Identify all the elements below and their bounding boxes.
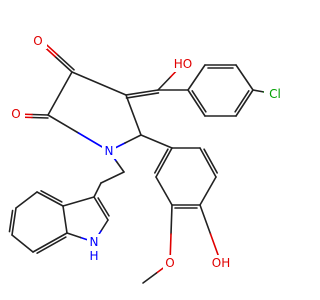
chlorine-label: Cl: [269, 87, 281, 101]
bond-line: [187, 64, 206, 91]
label-bg: [7, 106, 25, 122]
bond-line: [32, 232, 68, 253]
methoxy-oxygen-label: O: [165, 256, 174, 270]
bond-line: [199, 204, 212, 235]
bond-line: [54, 55, 73, 73]
label-bg: [209, 255, 233, 271]
bond-line: [93, 196, 109, 221]
bond-line: [56, 53, 75, 71]
label-bg: [172, 56, 194, 72]
atom-labels: O O HO Cl N OH O N H: [7, 33, 286, 271]
bond-line: [124, 134, 142, 144]
bond-line: [62, 205, 68, 234]
bond-line: [97, 197, 110, 217]
bond-line: [115, 160, 125, 173]
bond-line: [36, 191, 64, 207]
bond-line: [234, 90, 250, 113]
label-bg: [29, 33, 47, 49]
bond-line: [47, 71, 73, 116]
bond-line: [11, 234, 34, 253]
label-bg: [163, 255, 177, 271]
bond-line: [31, 113, 49, 116]
bond-line: [199, 176, 217, 206]
bond-line: [66, 232, 82, 239]
bond-line: [140, 134, 173, 149]
molecule-structure: O O HO Cl N OH O N H: [0, 0, 300, 300]
bond-line: [100, 171, 125, 184]
bond-line: [203, 148, 218, 174]
bond-line: [100, 219, 109, 232]
bond-line: [155, 176, 173, 206]
indole-nitrogen-label: N: [90, 235, 99, 249]
ketone-oxygen-label: O: [33, 34, 42, 48]
label-bg: [102, 143, 116, 159]
bond-line: [170, 204, 173, 235]
bond-line: [154, 148, 169, 174]
bond-line: [71, 71, 127, 96]
label-bg: [264, 86, 286, 102]
bond-line: [40, 189, 63, 203]
bond-line: [155, 147, 173, 178]
bond-line: [93, 182, 102, 198]
ring-nitrogen-label: N: [105, 144, 114, 158]
bond-line: [47, 114, 80, 134]
background: [0, 0, 300, 300]
lactam-oxygen-label: O: [11, 107, 20, 121]
bond-line: [31, 116, 49, 119]
enol-hydroxyl-label: HO: [174, 57, 192, 71]
bond-line: [125, 92, 160, 99]
label-bg: [87, 234, 101, 250]
bond-line: [125, 94, 142, 136]
bond-line: [11, 207, 17, 236]
phenol-hydroxyl-label: OH: [212, 256, 230, 270]
bond-line: [157, 76, 172, 91]
bond-line: [199, 147, 217, 178]
bond-line: [187, 89, 206, 117]
bond-line: [235, 89, 254, 117]
bond-line: [62, 196, 95, 207]
bond-line: [8, 209, 14, 233]
bond-line: [15, 191, 38, 209]
bond-line: [36, 236, 67, 254]
bond-line: [252, 89, 265, 93]
bond-line: [125, 89, 159, 96]
indole-hydrogen-label: H: [89, 249, 98, 263]
bond-line: [191, 90, 207, 113]
bond-line: [142, 272, 158, 284]
bond-line: [235, 64, 254, 91]
